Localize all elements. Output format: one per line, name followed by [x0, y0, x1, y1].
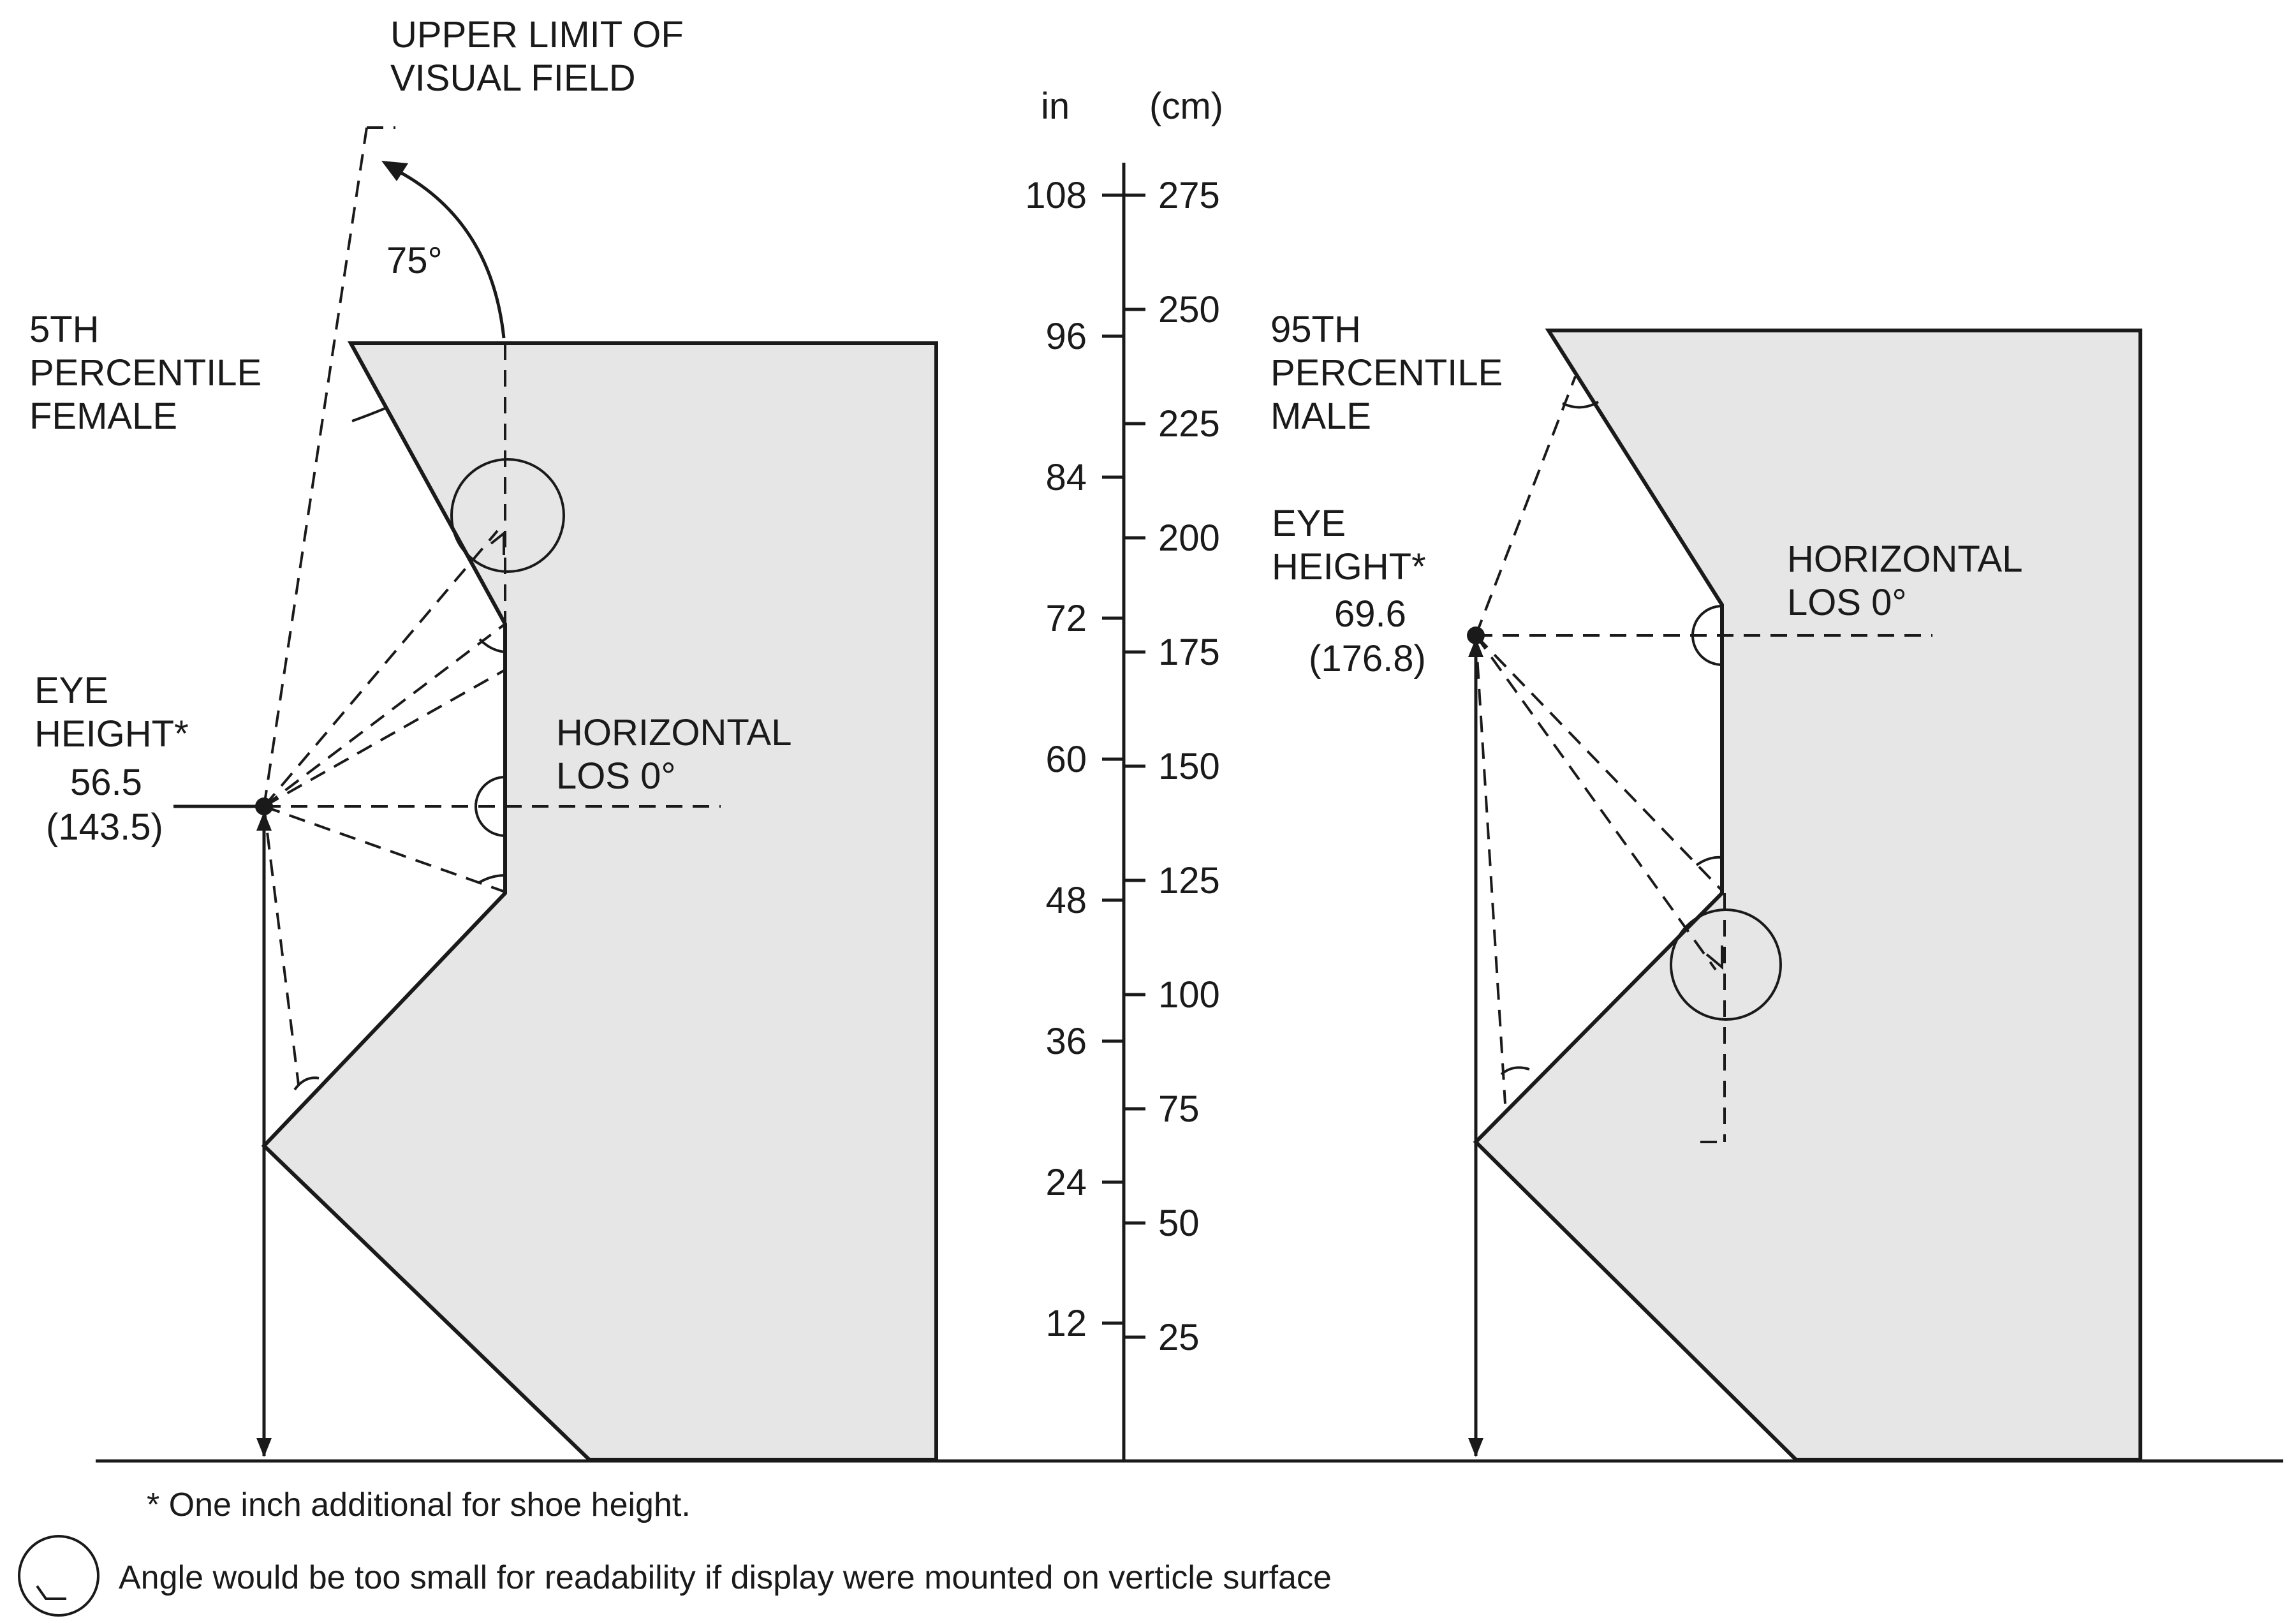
cm-ticks: 275 250 225 200 175 150 125 100 75 50 25 — [1124, 175, 1220, 1358]
male-label-line2: PERCENTILE — [1270, 352, 1503, 394]
too-small-angle-circle-male — [1670, 908, 1782, 1021]
angle-mark-mid-female — [478, 638, 506, 653]
scale-unit-cm: (cm) — [1149, 85, 1223, 127]
angle-mark-low-female — [477, 874, 506, 884]
footnote-shoe-height: * One inch additional for shoe height. — [147, 1486, 691, 1523]
inch-tick-label: 60 — [1045, 739, 1087, 780]
angle-mark-horizontal-male — [1691, 605, 1723, 666]
inch-tick-label: 84 — [1045, 457, 1087, 498]
eye-height-m-line1: EYE — [1272, 503, 1346, 544]
cm-tick-label: 250 — [1158, 289, 1220, 330]
footnote-legend: Angle would be too small for readability… — [119, 1559, 1332, 1596]
eye-height-f-value-cm: (143.5) — [46, 806, 163, 848]
arrow-head-up-female — [256, 812, 272, 831]
inch-tick-label: 12 — [1045, 1303, 1087, 1344]
inch-tick-label: 24 — [1045, 1162, 1087, 1203]
cm-tick-label: 150 — [1158, 746, 1220, 787]
angle-75-arrowhead — [381, 161, 408, 181]
upper-limit-label-line2: VISUAL FIELD — [390, 57, 636, 99]
inch-tick-label: 72 — [1045, 598, 1087, 639]
cm-tick-label: 50 — [1158, 1203, 1200, 1244]
angle-mark-bottom-male — [1500, 1066, 1530, 1076]
horizontal-m-line2: LOS 0° — [1787, 582, 1907, 623]
cm-tick-label: 225 — [1158, 403, 1220, 445]
inner-angle-mark-male — [1705, 945, 1723, 970]
eye-height-m-value-cm: (176.8) — [1309, 638, 1426, 679]
sight-lines-male — [1475, 376, 1932, 1143]
console-panel-male — [1473, 329, 2142, 1462]
cm-tick-label: 125 — [1158, 860, 1220, 901]
inner-angle-mark-female — [490, 530, 505, 555]
console-panel-female — [261, 341, 938, 1462]
angle-75-label: 75° — [386, 240, 443, 281]
inch-tick-label: 96 — [1045, 316, 1087, 357]
eye-height-f-line1: EYE — [34, 670, 108, 711]
cm-tick-label: 175 — [1158, 632, 1220, 673]
cm-tick-label: 75 — [1158, 1088, 1200, 1130]
angle-mark-horizontal-female — [475, 776, 506, 837]
cm-tick-label: 200 — [1158, 517, 1220, 559]
angle-mark-low-male — [1695, 856, 1723, 866]
angle-mark-bottom-female — [293, 1076, 320, 1091]
eye-height-f-line2: HEIGHT* — [34, 713, 189, 755]
male-label-line3: MALE — [1270, 396, 1371, 437]
male-label-line1: 95TH — [1270, 309, 1361, 350]
too-small-angle-circle-female — [450, 458, 565, 573]
horizontal-m-line1: HORIZONTAL — [1787, 538, 2023, 580]
legend-circle-symbol — [18, 1535, 99, 1617]
inch-tick-label: 108 — [1025, 175, 1087, 216]
female-label-line2: PERCENTILE — [29, 352, 261, 394]
cm-tick-label: 100 — [1158, 974, 1220, 1016]
eye-height-m-value-in: 69.6 — [1334, 593, 1406, 635]
cm-tick-label: 25 — [1158, 1317, 1200, 1358]
legend-angle-symbol — [36, 1585, 66, 1600]
eye-height-m-line2: HEIGHT* — [1272, 546, 1426, 588]
cm-tick-label: 275 — [1158, 175, 1220, 216]
female-label-line3: FEMALE — [29, 396, 177, 437]
female-label-line1: 5TH — [29, 309, 99, 350]
inch-tick-label: 48 — [1045, 880, 1087, 921]
arrow-head-down-male — [1468, 1438, 1483, 1457]
eye-height-f-value-in: 56.5 — [70, 762, 142, 803]
upper-limit-label-line1: UPPER LIMIT OF — [390, 14, 684, 56]
scale-unit-in: in — [1041, 85, 1070, 127]
horizontal-f-line1: HORIZONTAL — [556, 712, 792, 753]
sight-lines-female — [263, 126, 721, 1085]
inch-ticks: 108 96 84 72 60 48 36 24 12 — [1025, 175, 1124, 1344]
arrow-head-down-female — [256, 1438, 272, 1457]
angle-75-arc — [389, 165, 506, 339]
horizontal-f-line2: LOS 0° — [556, 755, 676, 797]
angle-mark-top-male — [1562, 401, 1599, 409]
inch-tick-label: 36 — [1045, 1021, 1087, 1062]
angle-mark-top-female — [351, 407, 386, 422]
